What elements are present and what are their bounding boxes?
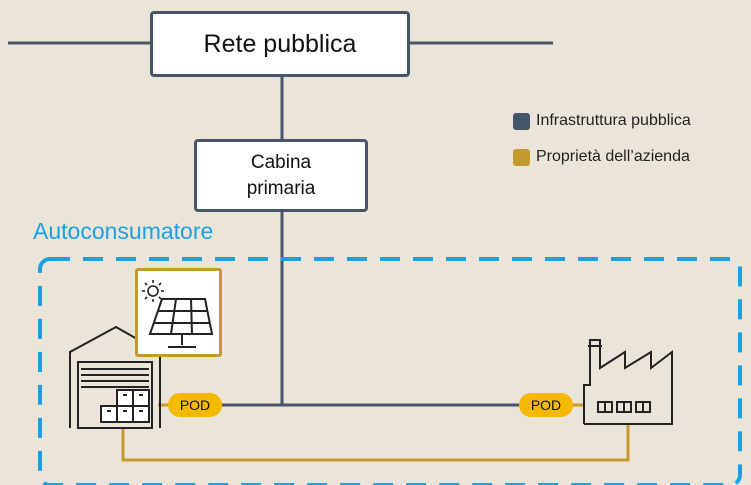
legend-label-company: Proprietà dell’azienda (536, 148, 690, 165)
autoconsumatore-boundary (38, 257, 742, 485)
factory-icon (583, 339, 673, 425)
solar-panel-icon (142, 280, 214, 348)
warehouse-icon (69, 325, 161, 429)
private-line (121, 424, 630, 462)
pod-left-label: POD (179, 397, 211, 413)
rete-pubblica-label: Rete pubblica (203, 29, 357, 58)
pod-right-badge: POD (519, 393, 573, 417)
sun-icon (142, 280, 164, 302)
legend-item-company: Proprietà dell’azienda (513, 148, 690, 166)
legend-label-public: Infrastruttura pubblica (536, 112, 691, 129)
autoconsumatore-title: Autoconsumatore (33, 218, 214, 244)
pod-right-label: POD (530, 397, 562, 413)
cabina-primaria-label: Cabina primaria (246, 151, 316, 199)
cabina-primaria-node: Cabina primaria (194, 139, 368, 212)
legend-swatch-company (513, 148, 530, 166)
legend-swatch-public (513, 112, 530, 130)
legend-item-public: Infrastruttura pubblica (513, 112, 691, 130)
pod-left-badge: POD (168, 393, 222, 417)
rete-pubblica-node: Rete pubblica (150, 11, 410, 77)
solar-panel-box (135, 268, 222, 357)
